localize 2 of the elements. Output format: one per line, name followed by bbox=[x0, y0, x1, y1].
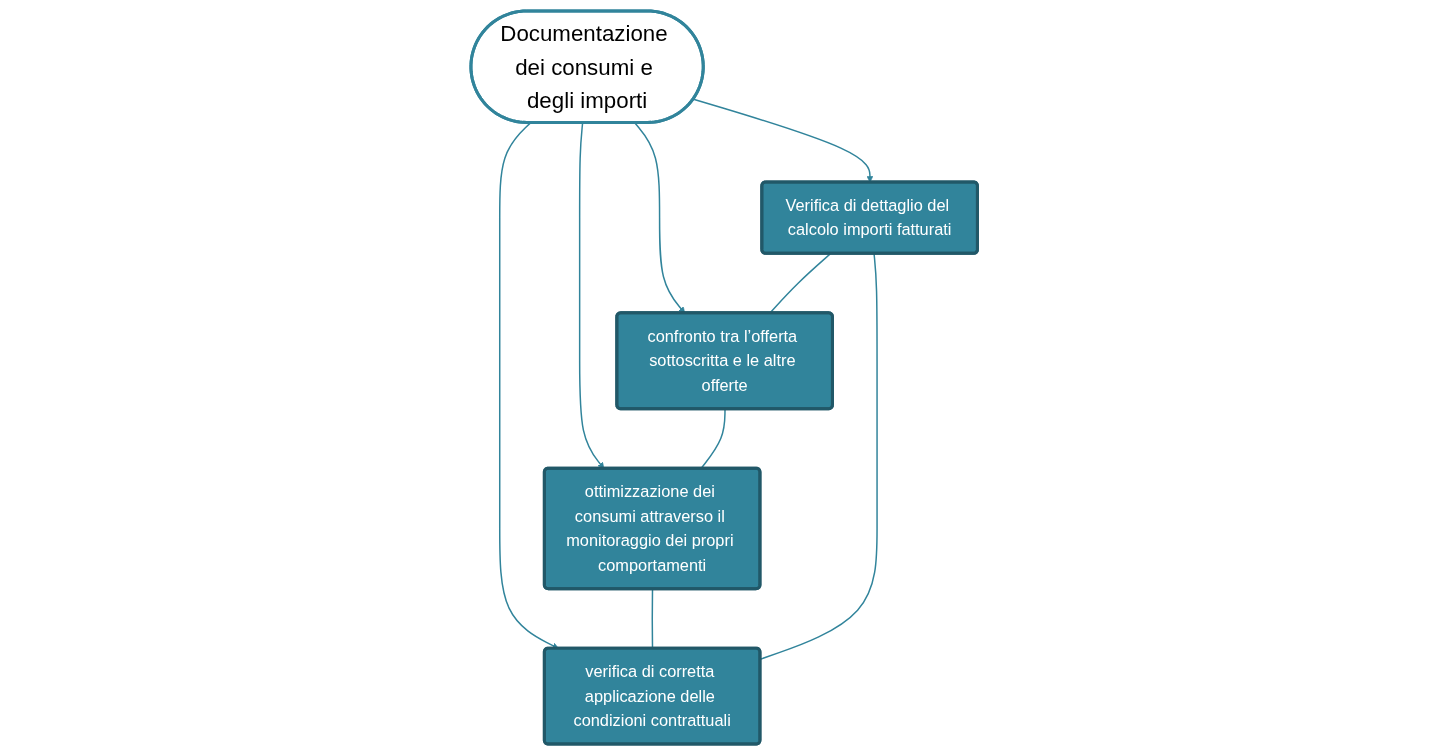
arrow bbox=[498, 122, 559, 649]
arrow bbox=[578, 122, 605, 469]
